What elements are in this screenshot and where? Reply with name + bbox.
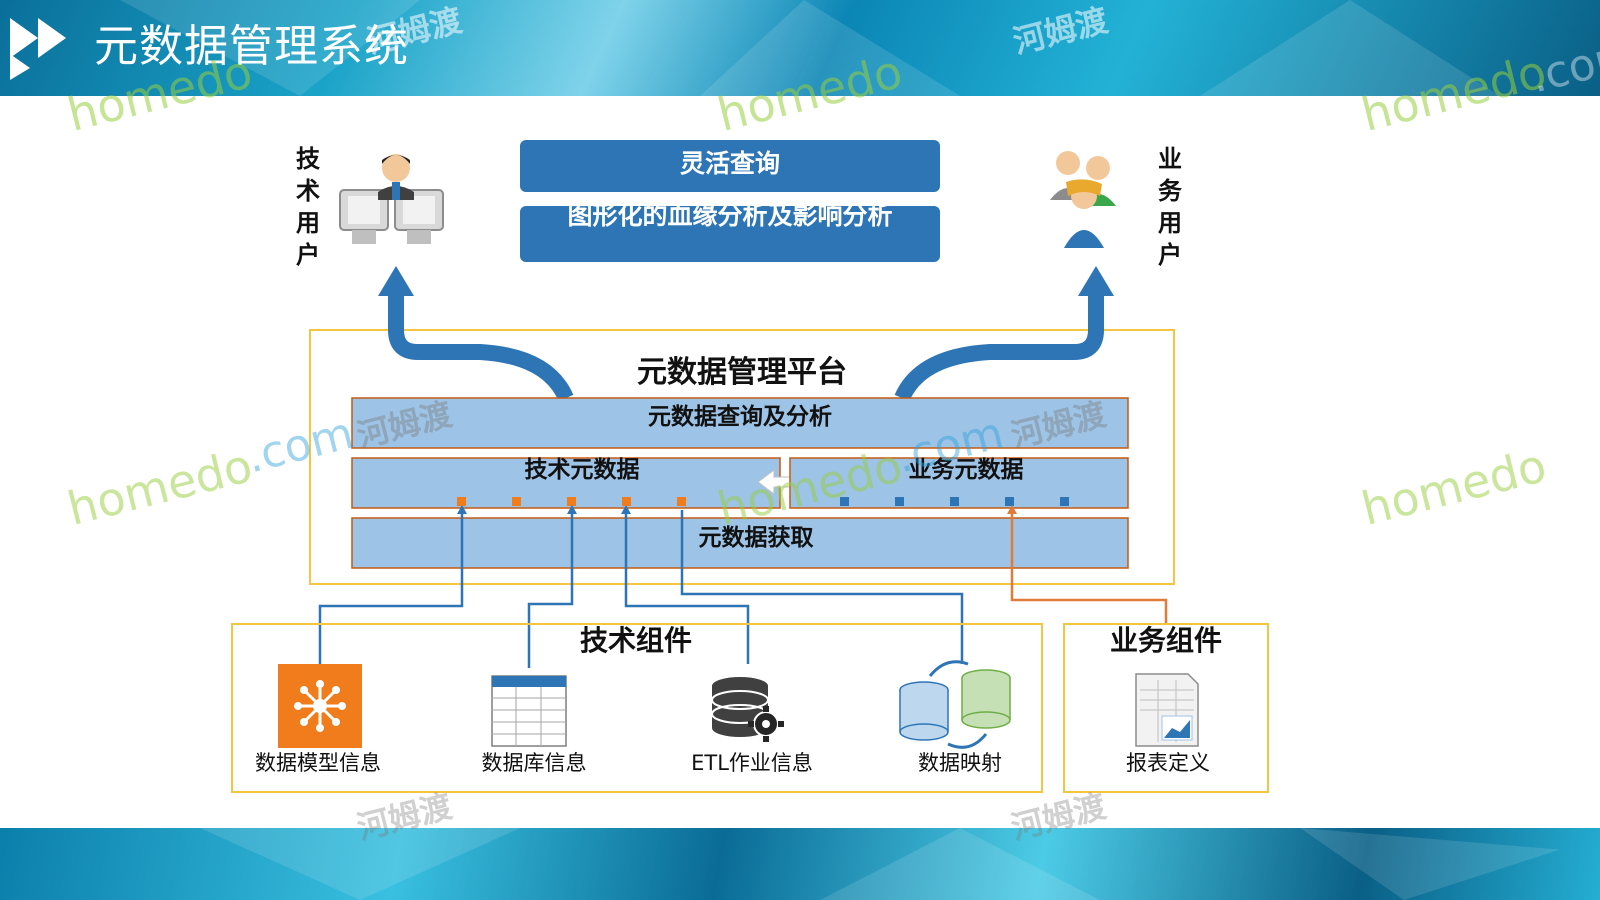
biz-port-1: [840, 497, 849, 506]
page-title: 元数据管理系统: [94, 21, 409, 72]
data-model-label: 数据模型信息: [255, 751, 381, 775]
connector-etl: [624, 512, 750, 664]
etl-label: ETL作业信息: [691, 751, 813, 775]
connector-report: [1010, 512, 1168, 624]
connector-database: [527, 512, 574, 668]
biz-user-char-1: 业: [1158, 145, 1182, 173]
platform-frame: [309, 329, 1175, 585]
data-mapping-icon: [899, 660, 1011, 749]
acquisition-text: 元数据获取: [699, 525, 814, 551]
header-band: 元数据管理系统: [0, 0, 1600, 96]
tech-metadata-bar: 技术元数据: [351, 457, 781, 509]
lineage-analysis-text: 图形化的血缘分析及影响分析: [567, 201, 892, 230]
tech-user-icon: [339, 154, 444, 244]
flexible-query-box: 灵活查询: [520, 140, 940, 192]
query-analysis-text: 元数据查询及分析: [648, 403, 832, 430]
report-label: 报表定义: [1126, 751, 1210, 775]
query-analysis-bar: 元数据查询及分析: [351, 397, 1129, 449]
tech-metadata-text: 技术元数据: [525, 457, 640, 483]
database-table-icon: [491, 675, 567, 747]
tech-user-label: 技 术 用 户: [296, 145, 321, 269]
data-mapping-label: 数据映射: [918, 751, 1002, 775]
biz-components-frame: [1063, 623, 1269, 793]
tech-port-3: [567, 497, 576, 506]
biz-user-char-2: 务: [1158, 177, 1183, 205]
tech-components-title: 技术组件: [580, 624, 692, 657]
business-metadata-text: 业务元数据: [909, 457, 1024, 483]
acquisition-bar: 元数据获取: [351, 517, 1129, 569]
tech-components-frame: [231, 623, 1043, 793]
connector-mapping: [680, 510, 964, 664]
play-arrows-icon: [10, 18, 66, 80]
tech-user-char-1: 技: [296, 145, 321, 173]
lineage-analysis-box: 图形化的血缘分析及影响分析: [520, 201, 940, 262]
biz-port-5: [1060, 497, 1069, 506]
tech-port-2: [512, 497, 521, 506]
biz-port-3: [950, 497, 959, 506]
biz-user-char-4: 户: [1158, 241, 1182, 269]
tech-port-4: [622, 497, 631, 506]
etl-database-gear-icon: [711, 677, 784, 742]
footer-band: [0, 828, 1600, 900]
connector-model: [318, 512, 464, 664]
arrow-to-business-user: [894, 266, 1114, 402]
connectors: [318, 505, 1168, 668]
tech-user-char-4: 户: [296, 241, 320, 269]
biz-port-2: [895, 497, 904, 506]
tech-port-1: [457, 497, 466, 506]
tech-user-char-2: 术: [296, 177, 320, 205]
biz-user-char-3: 用: [1158, 209, 1182, 237]
report-spreadsheet-icon: [1135, 673, 1199, 747]
data-model-icon: [278, 664, 362, 748]
business-user-label: 业 务 用 户: [1158, 145, 1183, 269]
tech-user-char-3: 用: [296, 209, 320, 237]
biz-components-title: 业务组件: [1110, 624, 1222, 657]
business-metadata-bar: 业务元数据: [789, 457, 1129, 509]
platform-title: 元数据管理平台: [637, 355, 847, 390]
flexible-query-text: 灵活查询: [680, 149, 780, 178]
arrow-to-tech-user: [378, 266, 574, 402]
database-label: 数据库信息: [482, 751, 587, 775]
business-users-icon: [1050, 151, 1116, 248]
biz-port-4: [1005, 497, 1014, 506]
tech-port-5: [677, 497, 686, 506]
